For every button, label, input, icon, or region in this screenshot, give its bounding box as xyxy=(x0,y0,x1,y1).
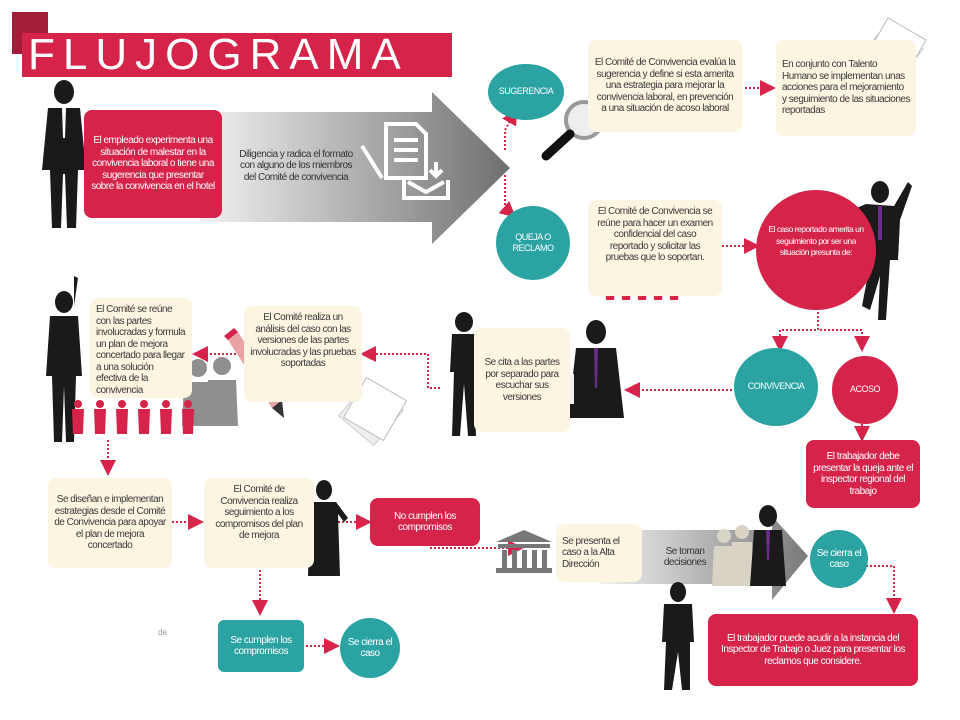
connector-to-convivencia xyxy=(772,312,819,352)
small-label: de xyxy=(158,628,167,637)
node-cierra-2: Se cierra el caso xyxy=(340,618,400,678)
node-reune-partes: El Comité se reúne con las partes involu… xyxy=(90,298,192,398)
node-alta-direccion: Se presenta el caso a la Alta Dirección xyxy=(556,524,642,582)
node-disenan: Se diseñan e implementan estrategias des… xyxy=(48,478,172,568)
node-empleado: El empleado experimenta una situación de… xyxy=(84,110,222,218)
node-analisis: El Comité realiza un análisis del caso c… xyxy=(244,306,362,402)
node-comite-examen: El Comité de Convivencia se reúne para h… xyxy=(588,200,722,296)
node-cumplen: Se cumplen los compromisos xyxy=(218,620,304,672)
building-icon xyxy=(496,530,552,573)
node-seguimiento: El Comité de Convivencia realiza seguimi… xyxy=(204,478,314,568)
businessman-icon xyxy=(662,582,694,690)
node-cierra-1: Se cierra el caso xyxy=(810,530,868,588)
title-bar xyxy=(22,33,452,77)
arrow-shape-top xyxy=(200,92,510,244)
node-queja: QUEJA O RECLAMO xyxy=(496,206,570,280)
people-group-icon xyxy=(712,505,786,586)
node-inspector: El trabajador puede acudir a la instanci… xyxy=(708,614,918,686)
node-decisiones: Se toman decisiones xyxy=(663,545,707,569)
node-acoso: ACOSO xyxy=(832,356,898,424)
connector-cierra-inspector xyxy=(850,565,902,614)
businessman-icon xyxy=(42,80,86,228)
businesswoman-icon xyxy=(450,312,478,436)
node-cita-partes: Se cita a las partes por separado para e… xyxy=(474,328,570,432)
node-convivencia: CONVIVENCIA xyxy=(734,348,818,426)
businessman-icon xyxy=(564,320,624,418)
node-sugerencia: SUGERENCIA xyxy=(488,64,564,120)
node-caso-amerita: El caso reportado amerita un seguimiento… xyxy=(756,190,876,310)
connector-queja xyxy=(498,175,517,218)
page-title: FLUJOGRAMA xyxy=(28,30,409,79)
connector-to-acoso xyxy=(817,312,870,352)
people-group-icon xyxy=(72,400,194,434)
businessman-icon xyxy=(308,480,348,576)
connector-cita-analisis xyxy=(360,346,440,389)
document-icon xyxy=(360,122,450,200)
node-no-cumplen: No cumplen los compromisos xyxy=(370,498,480,546)
node-comite-evalua: El Comité de Convivencia evalúa la suger… xyxy=(588,40,742,132)
node-trabajador-queja: El trabajador debe presentar la queja an… xyxy=(806,440,920,508)
node-diligencia: Diligencia y radica el formato con algun… xyxy=(239,148,353,183)
node-talento-humano: En conjunto con Talento Humano se implem… xyxy=(776,40,916,136)
